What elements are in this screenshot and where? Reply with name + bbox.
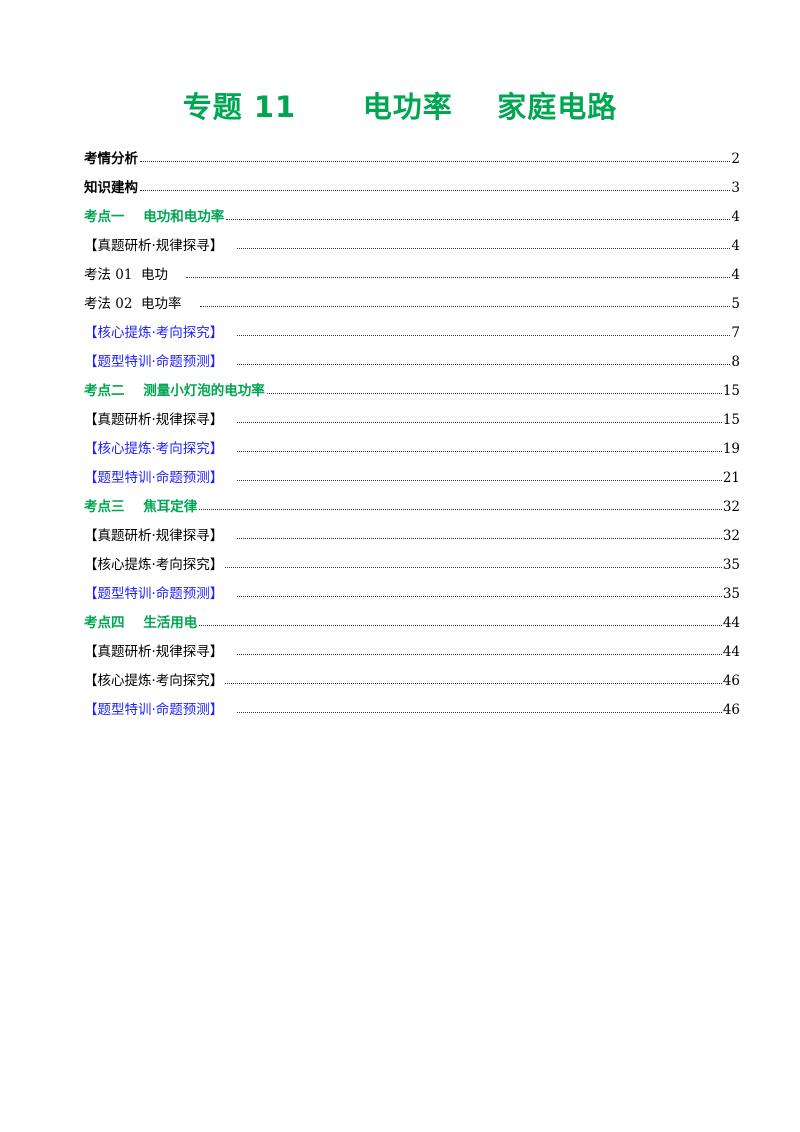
- dot-leader: [237, 421, 722, 423]
- dot-leader: [225, 566, 722, 568]
- dot-leader: [237, 363, 731, 365]
- dot-leader: [226, 218, 731, 220]
- toc-entry-page-number: 32: [722, 528, 740, 544]
- toc-entry[interactable]: 【核心提炼·考向探究】 7: [84, 314, 740, 343]
- dot-leader: [225, 682, 722, 684]
- toc-entry-page-number: 46: [722, 702, 740, 718]
- toc-entry-label: 【核心提炼·考向探究】: [84, 557, 224, 573]
- toc-entry[interactable]: 知识建构 3: [84, 169, 740, 198]
- toc-entry-page-number: 21: [722, 470, 740, 486]
- toc-entry-page-number: 8: [731, 354, 740, 370]
- toc-entry-page-number: 2: [731, 151, 740, 167]
- toc-entry[interactable]: 考法 01 电功 4: [84, 256, 740, 285]
- dot-leader: [199, 305, 731, 307]
- toc-entry-page-number: 19: [722, 441, 740, 457]
- toc-entry-label: 【题型特训·命题预测】: [84, 702, 224, 718]
- toc-entry-page-number: 35: [722, 586, 740, 602]
- toc-entry-page-number: 46: [722, 673, 740, 689]
- toc-entry[interactable]: 考点一 电功和电功率 4: [84, 198, 740, 227]
- toc-entry-page-number: 4: [731, 267, 740, 283]
- toc-entry-label: 【题型特训·命题预测】: [84, 586, 224, 602]
- toc-entry-label: 考法 02 电功率: [84, 296, 186, 312]
- toc-entry[interactable]: 考点二 测量小灯泡的电功率 15: [84, 372, 740, 401]
- dot-leader: [237, 450, 722, 452]
- toc-entry-page-number: 4: [731, 238, 740, 254]
- toc-entry[interactable]: 【真题研析·规律探寻】 44: [84, 633, 740, 662]
- toc-entry[interactable]: 【题型特训·命题预测】 35: [84, 575, 740, 604]
- dot-leader: [186, 276, 731, 278]
- toc-entry[interactable]: 考法 02 电功率 5: [84, 285, 740, 314]
- toc-entry-label: 考点二 测量小灯泡的电功率: [84, 383, 265, 399]
- toc-entry-page-number: 15: [722, 383, 740, 399]
- toc-entry-label: 【真题研析·规律探寻】: [84, 412, 224, 428]
- toc-entry-label: 【题型特训·命题预测】: [84, 354, 224, 370]
- dot-leader: [140, 160, 731, 162]
- toc-entry-label: 【核心提炼·考向探究】: [84, 441, 224, 457]
- dot-leader: [237, 711, 722, 713]
- dot-leader: [237, 479, 722, 481]
- dot-leader: [237, 334, 731, 336]
- toc-entry-label: 知识建构: [84, 180, 138, 196]
- dot-leader: [237, 653, 722, 655]
- toc-entry[interactable]: 考情分析 2: [84, 140, 740, 169]
- toc-entry-label: 【真题研析·规律探寻】: [84, 528, 224, 544]
- toc-entry[interactable]: 【核心提炼·考向探究】 35: [84, 546, 740, 575]
- toc-entry-label: 考点三 焦耳定律: [84, 499, 198, 515]
- toc-entry[interactable]: 【题型特训·命题预测】 21: [84, 459, 740, 488]
- toc-entry-label: 【真题研析·规律探寻】: [84, 644, 224, 660]
- toc-entry-page-number: 5: [731, 296, 740, 312]
- document-title: 专题 11 电功率 家庭电路: [182, 90, 618, 124]
- toc-entry[interactable]: 【题型特训·命题预测】 8: [84, 343, 740, 372]
- toc-entry-label: 【核心提炼·考向探究】: [84, 673, 224, 689]
- toc-entry[interactable]: 【核心提炼·考向探究】 46: [84, 662, 740, 691]
- dot-leader: [237, 537, 722, 539]
- dot-leader: [266, 392, 722, 394]
- toc-entry[interactable]: 【题型特训·命题预测】 46: [84, 691, 740, 720]
- dot-leader: [237, 247, 731, 249]
- toc-entry-page-number: 44: [722, 615, 740, 631]
- dot-leader: [237, 595, 722, 597]
- toc-entry-page-number: 44: [722, 644, 740, 660]
- toc-entry-page-number: 35: [722, 557, 740, 573]
- toc-entry-page-number: 7: [731, 325, 740, 341]
- toc-entry-page-number: 15: [722, 412, 740, 428]
- toc-entry-label: 【核心提炼·考向探究】: [84, 325, 224, 341]
- toc-entry-page-number: 32: [722, 499, 740, 515]
- toc-entry-page-number: 3: [731, 180, 740, 196]
- toc-entry-label: 考点一 电功和电功率: [84, 209, 225, 225]
- dot-leader: [199, 624, 722, 626]
- toc-entry[interactable]: 【真题研析·规律探寻】 15: [84, 401, 740, 430]
- toc-entry-label: 考法 01 电功: [84, 267, 173, 283]
- dot-leader: [140, 189, 731, 191]
- toc-entry[interactable]: 【核心提炼·考向探究】 19: [84, 430, 740, 459]
- toc-entry[interactable]: 【真题研析·规律探寻】 32: [84, 517, 740, 546]
- toc-entry-label: 考点四 生活用电: [84, 615, 198, 631]
- toc-entry-label: 考情分析: [84, 151, 138, 167]
- toc-entry[interactable]: 考点四 生活用电 44: [84, 604, 740, 633]
- toc-entry[interactable]: 【真题研析·规律探寻】 4: [84, 227, 740, 256]
- toc-entry-page-number: 4: [731, 209, 740, 225]
- toc-entry[interactable]: 考点三 焦耳定律 32: [84, 488, 740, 517]
- toc-entry-label: 【真题研析·规律探寻】: [84, 238, 224, 254]
- dot-leader: [199, 508, 722, 510]
- toc-entry-label: 【题型特训·命题预测】: [84, 470, 224, 486]
